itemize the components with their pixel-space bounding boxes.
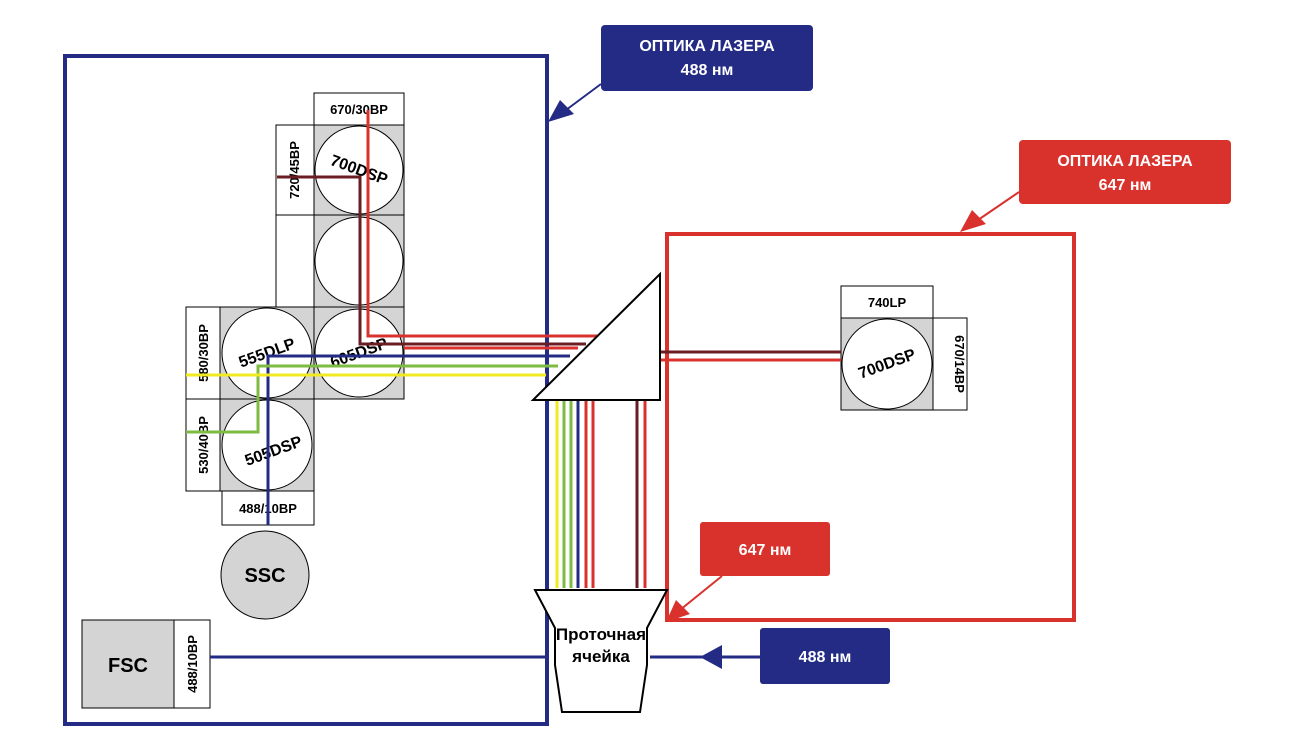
filter-670-30bp-box bbox=[313, 92, 405, 126]
beam-splitter-prism bbox=[530, 271, 661, 401]
callout-optics-647-line2: 647 нм bbox=[1099, 177, 1152, 194]
filter-580-30bp-label: 580/30BP bbox=[196, 324, 211, 382]
fsc-detector bbox=[81, 619, 175, 709]
filter-740lp-box bbox=[840, 285, 934, 319]
callout-optics-647-line1: ОПТИКА ЛАЗЕРА bbox=[1057, 153, 1193, 170]
callout-optics-488-pointer bbox=[565, 83, 602, 111]
callout-laser-647 bbox=[700, 522, 830, 576]
callout-optics-647-arrowhead bbox=[960, 210, 986, 232]
callout-laser-647-text: 647 нм bbox=[739, 542, 792, 559]
laser-488-arrowhead bbox=[700, 645, 722, 669]
flow-cell-label-line1: Проточная bbox=[556, 625, 646, 644]
callout-laser-647-arrowhead bbox=[666, 600, 690, 622]
ssc-label: SSC bbox=[244, 565, 285, 587]
callout-optics-488-line1: ОПТИКА ЛАЗЕРА bbox=[639, 38, 775, 55]
callout-optics-647 bbox=[1019, 140, 1231, 204]
blank-cell bbox=[275, 214, 315, 308]
callout-optics-488-arrowhead bbox=[548, 100, 574, 122]
beam-blue bbox=[266, 354, 570, 525]
beam-red-670 bbox=[366, 110, 598, 338]
filter-740lp-label: 740LP bbox=[868, 295, 907, 310]
callout-optics-647-pointer bbox=[977, 191, 1020, 221]
callout-laser-647-pointer bbox=[679, 575, 723, 611]
callout-laser-488-text: 488 нм bbox=[799, 649, 852, 666]
callout-optics-488 bbox=[601, 25, 813, 91]
flow-cell-label-line2: ячейка bbox=[571, 647, 630, 666]
callout-optics-488-line2: 488 нм bbox=[681, 62, 734, 79]
ssc-detector bbox=[220, 530, 310, 620]
flow-cell bbox=[533, 589, 669, 713]
filter-530-40bp-box bbox=[185, 398, 221, 492]
fsc-label: FSC bbox=[108, 655, 148, 677]
filter-670-14bp-label: 670/14BP bbox=[952, 335, 967, 393]
beam-darkred-720 bbox=[277, 175, 586, 346]
callout-laser-488 bbox=[760, 628, 890, 684]
filter-670-30bp-label: 670/30BP bbox=[330, 102, 388, 117]
beam-green bbox=[186, 364, 558, 434]
filter-720-45bp-label: 720/45BP bbox=[287, 141, 302, 199]
filter-670-14bp-box bbox=[932, 317, 968, 411]
laser-647-optics-box bbox=[665, 232, 1076, 622]
filter-488-10bp-fsc-box bbox=[173, 619, 211, 709]
filter-488-10bp-fsc-label: 488/10BP bbox=[185, 635, 200, 693]
mirror-700dsp-red-circle bbox=[841, 318, 933, 410]
filter-580-30bp-box bbox=[185, 306, 221, 400]
filter-530-40bp-label: 530/40BP bbox=[196, 416, 211, 474]
light-paths bbox=[186, 110, 841, 659]
